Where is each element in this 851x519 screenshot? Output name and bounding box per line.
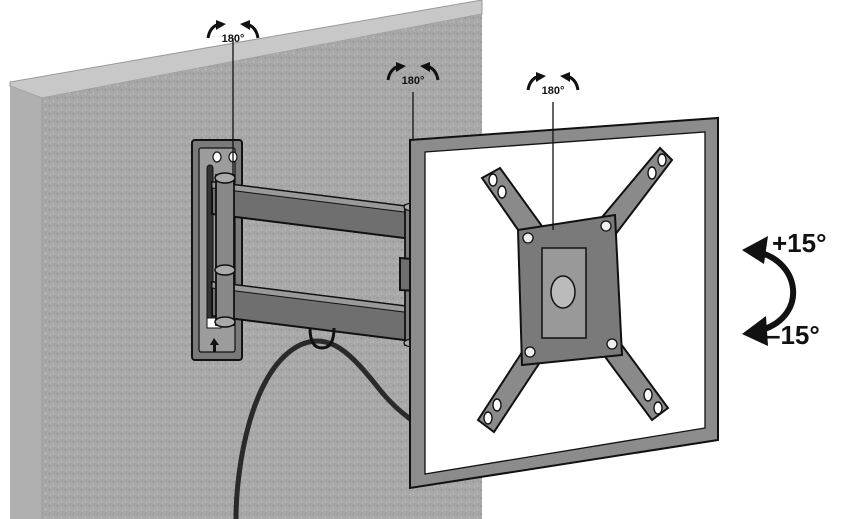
rotation-indicator-arm: 180° [386, 62, 440, 87]
wall-front-face [42, 14, 482, 519]
tv-mounting-plate [476, 102, 674, 434]
rotation-indicator-tv: 180° [526, 72, 580, 97]
tilt-indicator: +15° –15° [742, 228, 827, 350]
tilt-down-arrow-icon [742, 316, 768, 346]
rotation-label-tv: 180° [542, 85, 565, 97]
tilt-label-down: –15° [766, 320, 820, 350]
rotation-label-arm: 180° [402, 75, 425, 87]
wall [9, 0, 483, 519]
tilt-label-up: +15° [772, 228, 827, 258]
rotation-label-wall: 180° [222, 33, 245, 45]
rotation-indicator-wall: 180° [206, 20, 260, 45]
wall-side-face [10, 86, 42, 519]
tilt-up-arrow-icon [742, 236, 768, 264]
